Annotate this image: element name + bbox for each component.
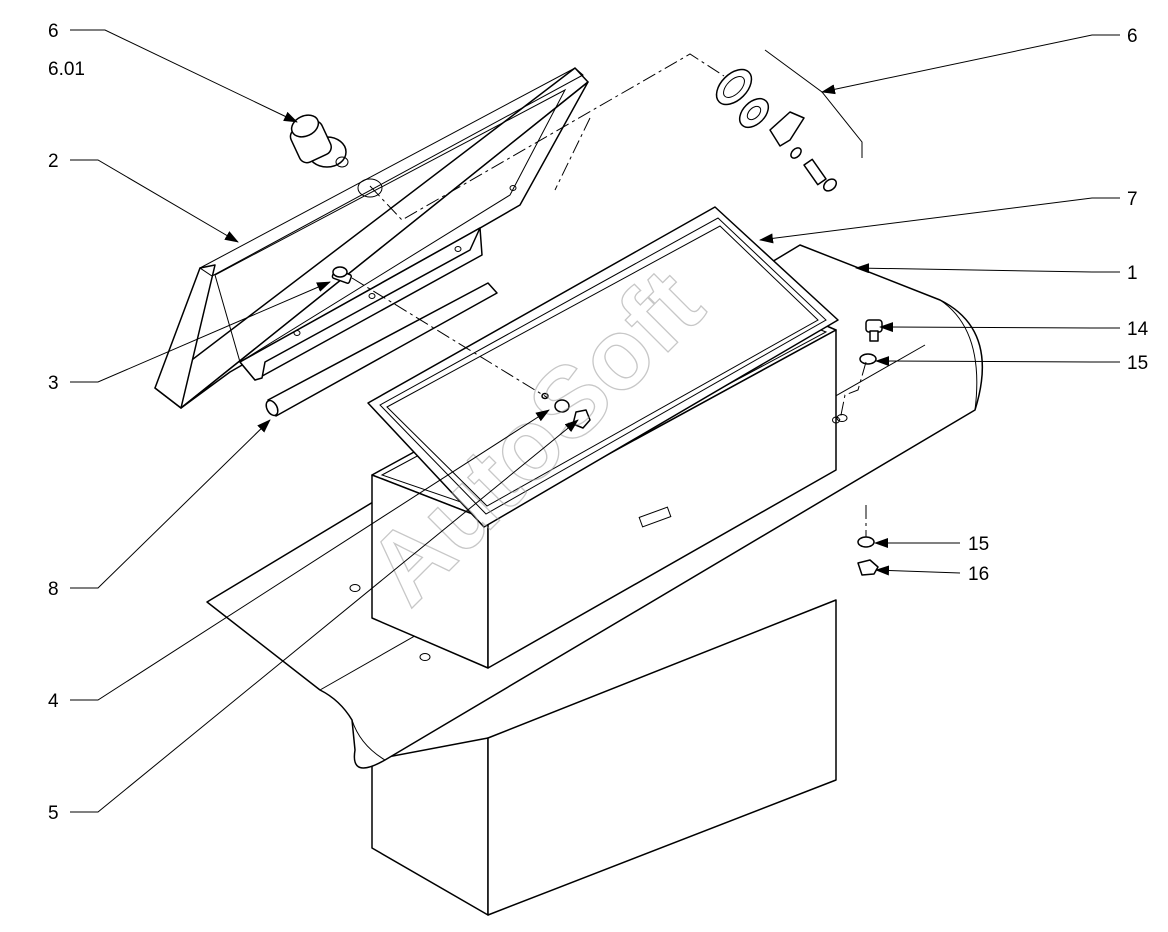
callout-6-right: 6 [1127, 26, 1138, 47]
callout-labels: 6 6.01 2 3 8 4 5 6 7 1 14 15 15 16 [48, 21, 1149, 824]
callout-14: 14 [1127, 319, 1149, 340]
assembly-lines [351, 53, 867, 537]
callout-1: 1 [1127, 263, 1138, 284]
callout-6-01: 6.01 [48, 59, 85, 80]
hinge [239, 227, 483, 381]
callout-5: 5 [48, 803, 59, 824]
callout-15-top: 15 [1127, 353, 1148, 374]
callout-7: 7 [1127, 189, 1138, 210]
group-bracket [764, 49, 863, 158]
lock-cylinder [289, 114, 349, 168]
callout-6: 6 [48, 21, 59, 42]
hinge-rod [265, 282, 498, 417]
hinge-screw [331, 266, 353, 284]
leader-lines [70, 29, 1120, 813]
callout-8: 8 [48, 579, 59, 600]
callout-3: 3 [48, 373, 59, 394]
callout-16: 16 [968, 564, 989, 585]
box-lower-body [371, 599, 837, 916]
gasket-frame [367, 206, 839, 528]
callout-15-bottom: 15 [968, 534, 989, 555]
callout-4: 4 [48, 691, 59, 712]
lock-hardware [715, 68, 838, 192]
callout-2: 2 [48, 151, 59, 172]
